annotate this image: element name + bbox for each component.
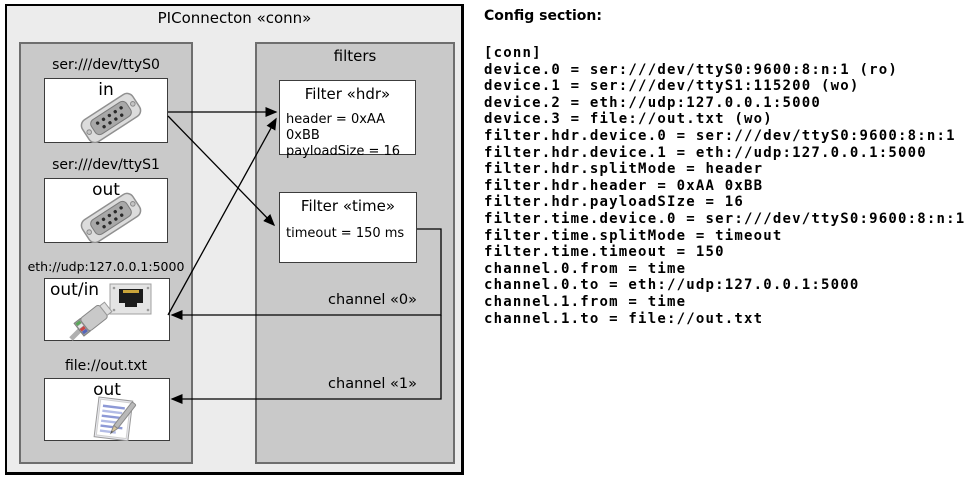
notepad-icon — [93, 396, 137, 441]
serial-connector-icon — [80, 192, 142, 243]
device-label-file: file://out.txt — [64, 358, 148, 374]
device-label-ttys1: ser:///dev/ttyS1 — [52, 157, 160, 173]
ethernet-port-icon — [109, 283, 152, 315]
diagram-title: PIConnecton «conn» — [157, 9, 312, 27]
filter-property: header = 0xAA 0xBB — [286, 112, 386, 143]
device-direction: out — [93, 380, 121, 400]
device-box-file: out — [44, 378, 170, 441]
device-box-ttys0: in — [44, 78, 168, 143]
filter-property: timeout = 150 ms — [286, 226, 405, 241]
filter-title: Filter «hdr» — [304, 85, 391, 103]
channel-0-label: channel «0» — [328, 292, 417, 308]
filter-title: Filter «time» — [300, 197, 396, 215]
device-direction: out/in — [50, 280, 100, 300]
filter-property: payloadSize = 16 — [286, 144, 401, 159]
piconnection-diagram: PIConnecton «conn» filters ser:///dev/tt… — [0, 0, 470, 484]
serial-connector-icon — [80, 92, 142, 143]
config-heading: Config section: — [484, 8, 602, 24]
filter-box-hdr: Filter «hdr» header = 0xAA 0xBB payloadS… — [279, 80, 416, 159]
channel-1-label: channel «1» — [328, 376, 417, 392]
config-section: Config section: [conn] device.0 = ser://… — [484, 8, 964, 327]
device-direction: in — [98, 80, 114, 100]
config-lines: [conn] device.0 = ser:///dev/ttyS0:9600:… — [484, 45, 964, 327]
device-box-eth: out/in — [44, 278, 170, 341]
device-direction: out — [92, 180, 120, 200]
filter-box-time: Filter «time» timeout = 150 ms — [279, 192, 417, 263]
ethernet-plug-icon — [69, 301, 113, 341]
device-label-ttys0: ser:///dev/ttyS0 — [52, 57, 160, 73]
filters-group-title: filters — [333, 47, 377, 65]
device-label-eth: eth://udp:127.0.0.1:5000 — [27, 259, 185, 274]
device-box-ttys1: out — [44, 178, 168, 243]
